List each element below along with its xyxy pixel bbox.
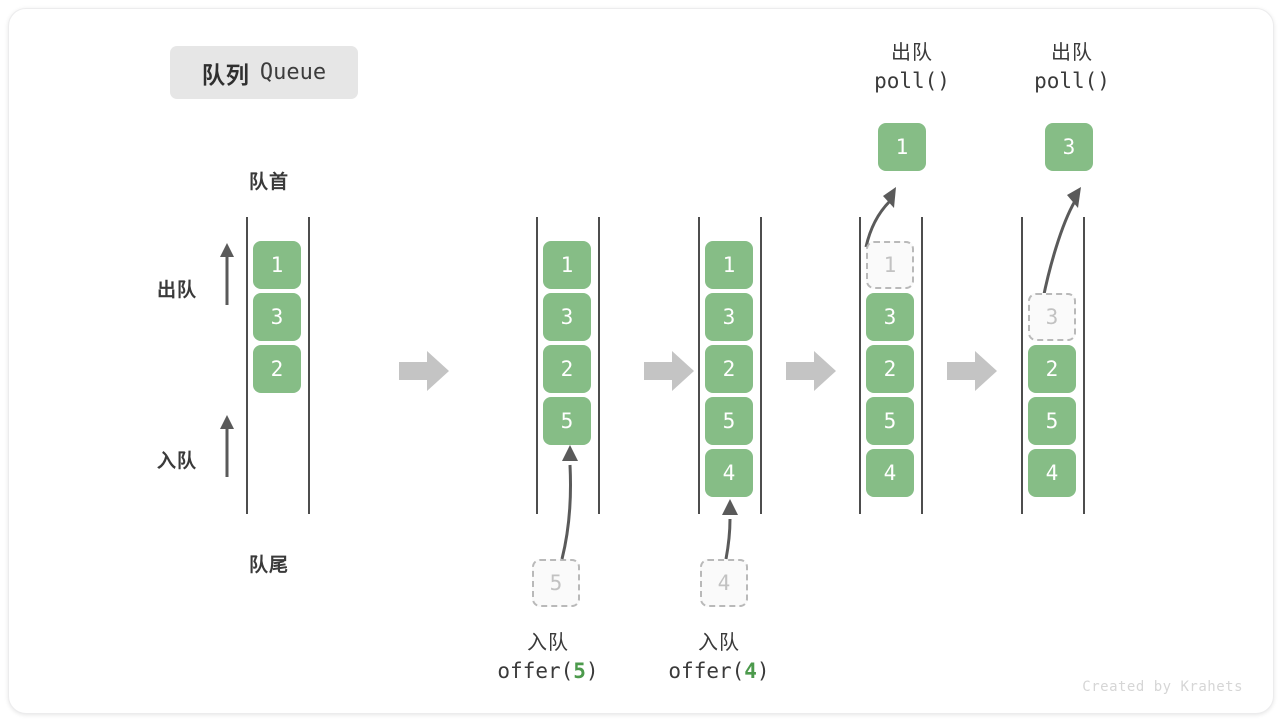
diagram-title-cn: 队列 <box>201 61 250 88</box>
operation-label-offer4: 入队 offer(4) <box>668 632 770 684</box>
operation-label-offer5: 入队 offer(5) <box>497 632 599 684</box>
queue-cell: 1 <box>253 241 301 289</box>
queue-rail-right <box>1083 217 1085 514</box>
enqueue-direction-arrow-icon <box>220 415 234 477</box>
operation-label-poll-2: 出队 poll() <box>1034 42 1110 94</box>
queue-cell: 3 <box>543 293 591 341</box>
queue-cell: 4 <box>1028 449 1076 497</box>
queue-cell: 2 <box>705 345 753 393</box>
queue-cell: 4 <box>866 449 914 497</box>
queue-cell: 5 <box>705 397 753 445</box>
queue-state-2: 1 3 2 5 <box>536 217 600 514</box>
flow-arrow-icon <box>399 351 449 391</box>
queue-state-1: 1 3 2 <box>246 217 310 514</box>
flow-arrow-icon <box>947 351 997 391</box>
dequeue-curve-arrow-icon <box>864 187 896 248</box>
popped-value-1: 1 <box>878 123 926 171</box>
enqueue-curve-arrow-icon <box>560 445 578 560</box>
flow-arrow-icon <box>644 351 694 391</box>
queue-rail-left <box>246 217 248 514</box>
queue-rail-left <box>1021 217 1023 514</box>
diagram-title-en: Queue <box>259 60 327 85</box>
diagram-title-pill: 队列 Queue <box>170 46 358 99</box>
popped-value-3: 3 <box>1045 123 1093 171</box>
queue-cell: 4 <box>705 449 753 497</box>
queue-rail-right <box>598 217 600 514</box>
queue-cell: 1 <box>705 241 753 289</box>
queue-cell: 2 <box>1028 345 1076 393</box>
queue-cell-ghost: 3 <box>1028 293 1076 341</box>
incoming-value-5: 5 <box>532 559 580 607</box>
dequeue-curve-arrow-icon <box>1041 187 1081 300</box>
queue-cell: 3 <box>253 293 301 341</box>
queue-rail-left <box>698 217 700 514</box>
queue-rail-left <box>859 217 861 514</box>
queue-cell: 5 <box>543 397 591 445</box>
incoming-value-4: 4 <box>700 559 748 607</box>
diagram-canvas: 队列 Queue 队首 队尾 出队 入队 1 3 2 1 3 2 5 5 <box>8 8 1274 714</box>
queue-cell: 5 <box>1028 397 1076 445</box>
queue-cell-ghost: 1 <box>866 241 914 289</box>
queue-cell: 1 <box>543 241 591 289</box>
queue-rail-right <box>921 217 923 514</box>
queue-cell: 2 <box>543 345 591 393</box>
queue-cell: 3 <box>866 293 914 341</box>
queue-cell: 5 <box>866 397 914 445</box>
watermark-credit: Created by Krahets <box>1082 679 1243 695</box>
queue-rail-right <box>308 217 310 514</box>
dequeue-direction-label: 出队 <box>157 280 198 301</box>
enqueue-curve-arrow-icon <box>722 499 738 560</box>
flow-arrow-icon <box>786 351 836 391</box>
queue-state-3: 1 3 2 5 4 <box>698 217 762 514</box>
queue-state-5: 3 2 5 4 <box>1021 217 1085 514</box>
queue-rail-left <box>536 217 538 514</box>
queue-front-label: 队首 <box>249 172 290 193</box>
queue-state-4: 1 3 2 5 4 <box>859 217 923 514</box>
dequeue-direction-arrow-icon <box>220 243 234 305</box>
queue-cell: 2 <box>253 345 301 393</box>
queue-cell: 2 <box>866 345 914 393</box>
operation-label-poll-1: 出队 poll() <box>874 42 950 94</box>
queue-back-label: 队尾 <box>249 555 290 576</box>
enqueue-direction-label: 入队 <box>157 451 198 472</box>
queue-rail-right <box>760 217 762 514</box>
queue-cell: 3 <box>705 293 753 341</box>
